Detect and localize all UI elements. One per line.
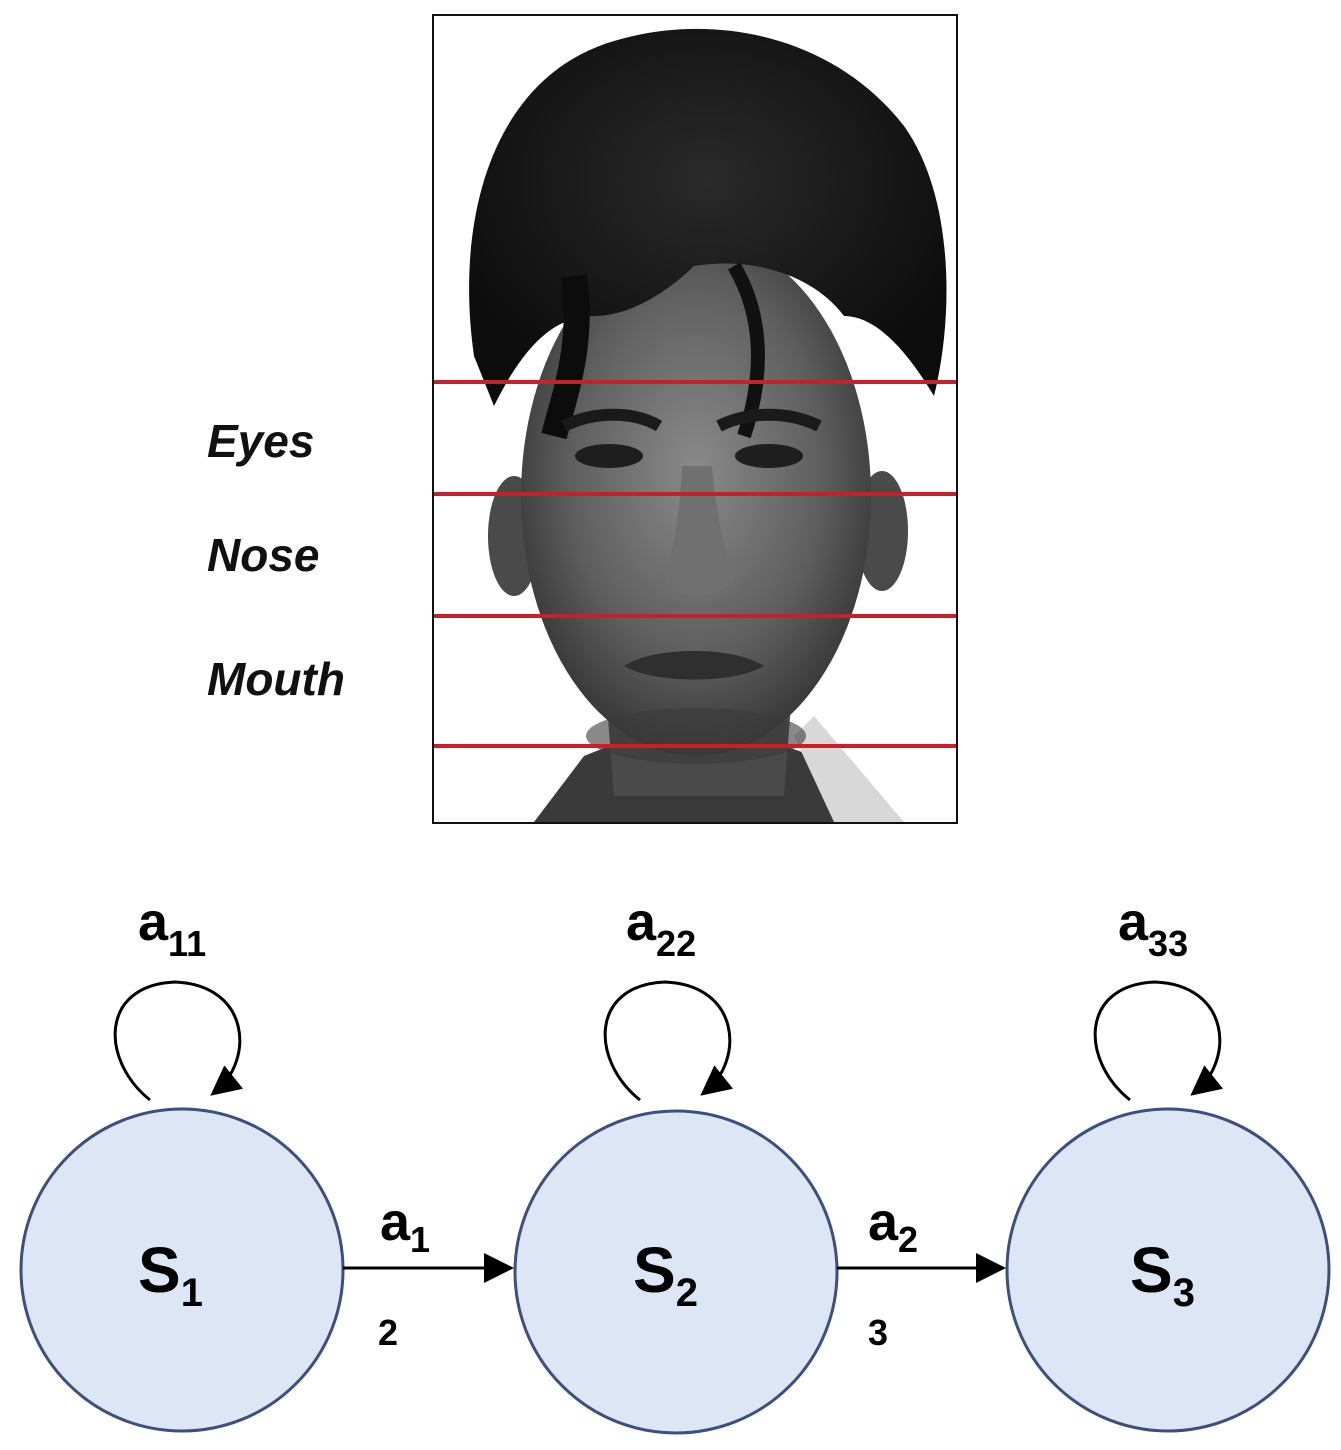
- region-label-nose: Nose: [207, 529, 320, 581]
- self-loop-label-a22: a22: [626, 892, 696, 964]
- mouth: [624, 651, 764, 680]
- left-eye: [575, 444, 643, 468]
- right-eyebrow: [716, 408, 822, 432]
- transition-number-3: 3: [868, 1312, 888, 1353]
- right-eye: [735, 444, 803, 468]
- left-eyebrow: [561, 408, 663, 432]
- face-photo: [434, 28, 956, 822]
- state-node-s1: [19, 1107, 345, 1433]
- collar: [794, 716, 904, 822]
- self-loop-arrow-s1: [113, 980, 244, 1102]
- region-label-mouth: Mouth: [207, 653, 345, 705]
- state-label-s1: S1: [138, 1234, 203, 1315]
- state-label-s3: S3: [1130, 1234, 1195, 1315]
- face-image-frame: [432, 14, 958, 824]
- transition-number-2: 2: [378, 1312, 398, 1353]
- self-loop-arrow-s3: [1093, 980, 1224, 1102]
- hair-strand-left: [541, 274, 590, 440]
- state-label-s2: S2: [633, 1234, 698, 1315]
- transition-label-a1: a1: [380, 1192, 430, 1260]
- self-loop-label-a11: a11: [138, 892, 206, 964]
- chin-shadow: [586, 708, 806, 764]
- self-loop-label-a33: a33: [1118, 892, 1188, 964]
- state-node-s3: [1005, 1107, 1331, 1433]
- self-loop-arrow-s2: [603, 980, 734, 1102]
- region-label-eyes: Eyes: [207, 415, 315, 467]
- transition-label-a2: a2: [868, 1192, 918, 1260]
- state-node-s2: [513, 1109, 839, 1435]
- nose: [664, 466, 734, 596]
